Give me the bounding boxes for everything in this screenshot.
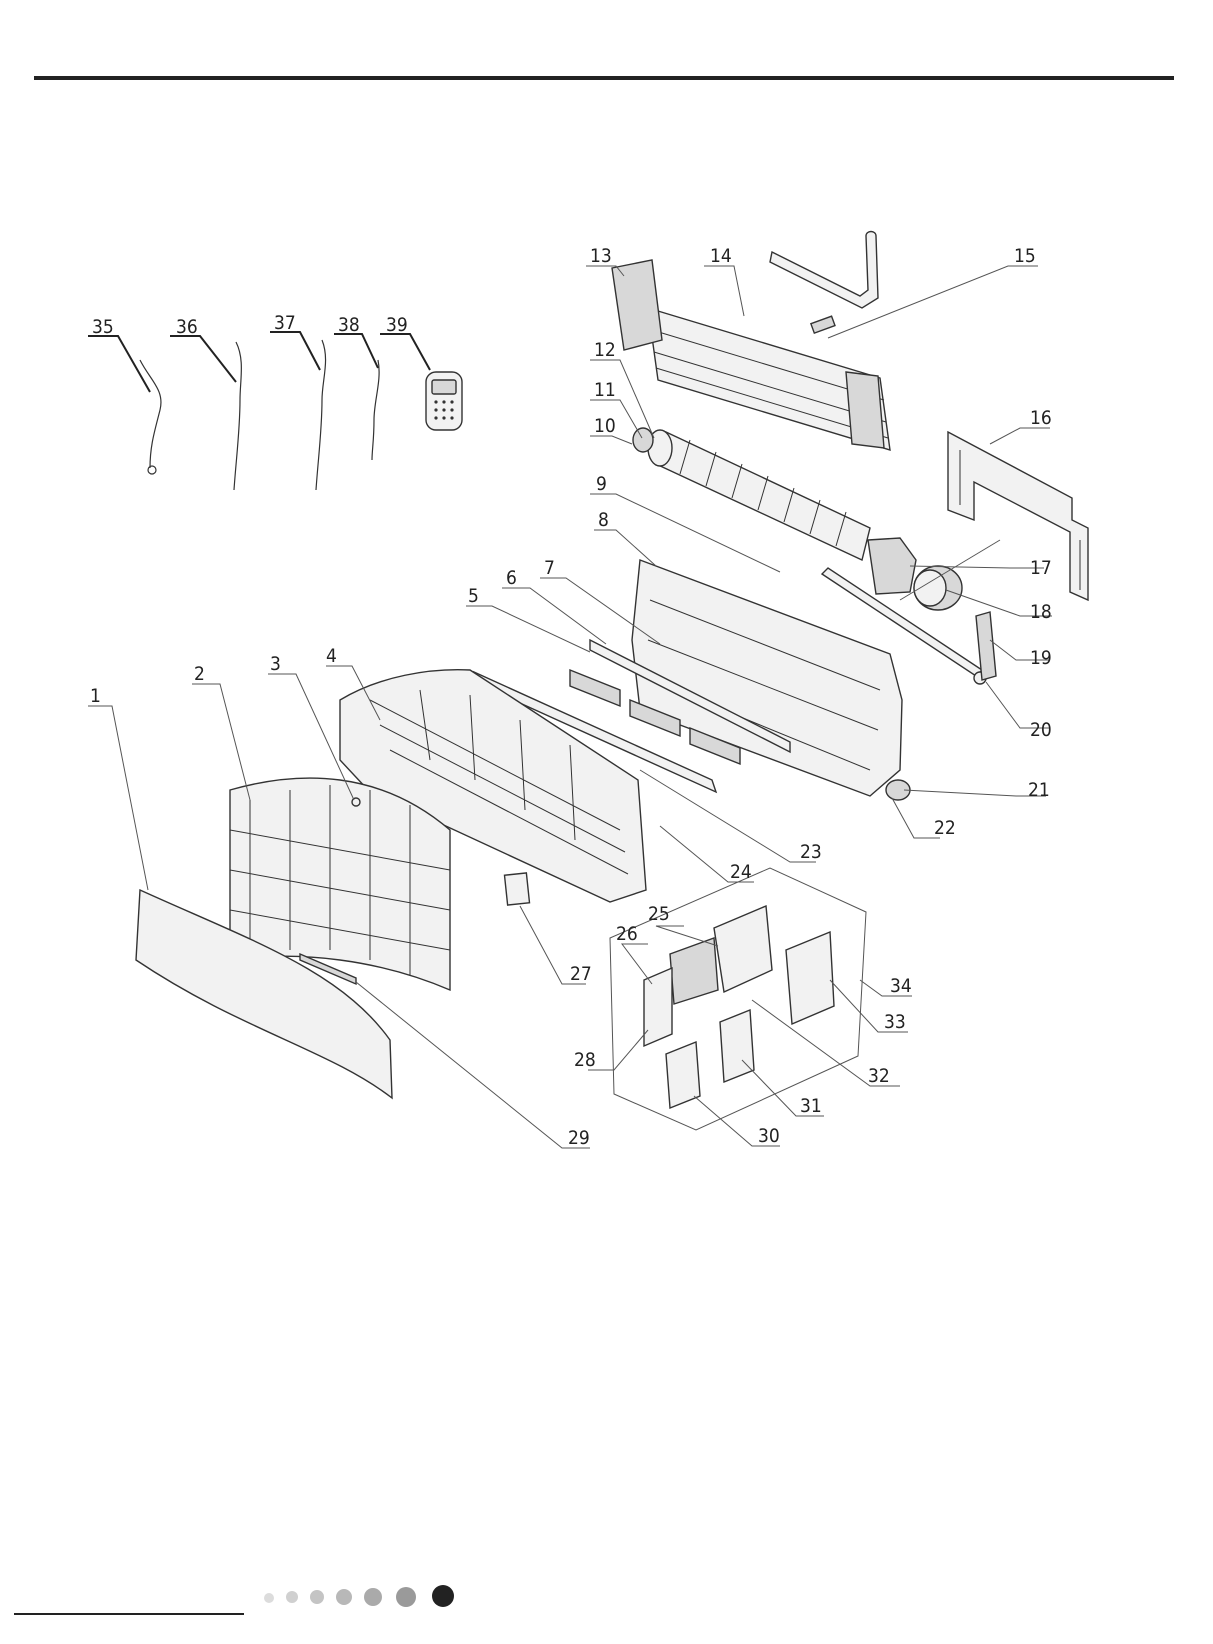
fan-motor: [914, 566, 962, 610]
bottom-rule: [14, 1613, 244, 1615]
page-dot: [364, 1588, 382, 1606]
page-dot: [286, 1591, 298, 1603]
label-11: 11: [594, 379, 616, 401]
label-17: 17: [1030, 557, 1052, 579]
label-30: 30: [758, 1125, 780, 1147]
label-24: 24: [730, 861, 752, 883]
rubber-bearing: [633, 428, 653, 452]
label-23: 23: [800, 841, 822, 863]
page-dot: [396, 1587, 416, 1607]
label-2: 2: [194, 663, 205, 685]
page-dot-current: [432, 1585, 454, 1607]
label-4: 4: [326, 645, 337, 667]
sensor-bracket: [811, 316, 835, 333]
label-26: 26: [616, 923, 638, 945]
label-22: 22: [934, 817, 956, 839]
connecting-pipe: [770, 232, 878, 309]
wall-mounting-plate: [948, 432, 1088, 600]
label-9: 9: [596, 473, 607, 495]
label-3: 3: [270, 653, 281, 675]
label-32: 32: [868, 1065, 890, 1087]
label-1: 1: [90, 685, 101, 707]
label-37: 37: [274, 312, 296, 334]
label-34: 34: [890, 975, 912, 997]
label-31: 31: [800, 1095, 822, 1117]
electric-box-cover-lower: [666, 1010, 754, 1108]
accessory-wire-36: [234, 342, 241, 490]
label-5: 5: [468, 585, 479, 607]
label-14: 14: [710, 245, 732, 267]
accessory-wire-37: [316, 340, 326, 490]
label-15: 15: [1014, 245, 1036, 267]
page-dot: [336, 1589, 352, 1605]
label-12: 12: [594, 339, 616, 361]
label-28: 28: [574, 1049, 596, 1071]
label-21: 21: [1028, 779, 1050, 801]
label-6: 6: [506, 567, 517, 589]
label-27: 27: [570, 963, 592, 985]
label-36: 36: [176, 316, 198, 338]
electric-box-cover: [786, 932, 834, 1024]
display-board: [504, 873, 529, 905]
label-20: 20: [1030, 719, 1052, 741]
label-29: 29: [568, 1127, 590, 1149]
label-38: 38: [338, 314, 360, 336]
label-7: 7: [544, 557, 555, 579]
accessory-wire-38: [372, 360, 379, 460]
label-13: 13: [590, 245, 612, 267]
cross-flow-fan: [648, 430, 870, 560]
label-25: 25: [648, 903, 670, 925]
remote-controller: [426, 372, 462, 430]
label-16: 16: [1030, 407, 1052, 429]
page-dot: [310, 1590, 324, 1604]
electric-box: [670, 906, 772, 1004]
label-10: 10: [594, 415, 616, 437]
label-35: 35: [92, 316, 114, 338]
label-8: 8: [598, 509, 609, 531]
label-33: 33: [884, 1011, 906, 1033]
motor-holder: [868, 538, 916, 594]
label-39: 39: [386, 314, 408, 336]
accessory-wire-35: [140, 360, 161, 474]
page-dot: [264, 1593, 274, 1603]
label-18: 18: [1030, 601, 1052, 623]
label-19: 19: [1030, 647, 1052, 669]
